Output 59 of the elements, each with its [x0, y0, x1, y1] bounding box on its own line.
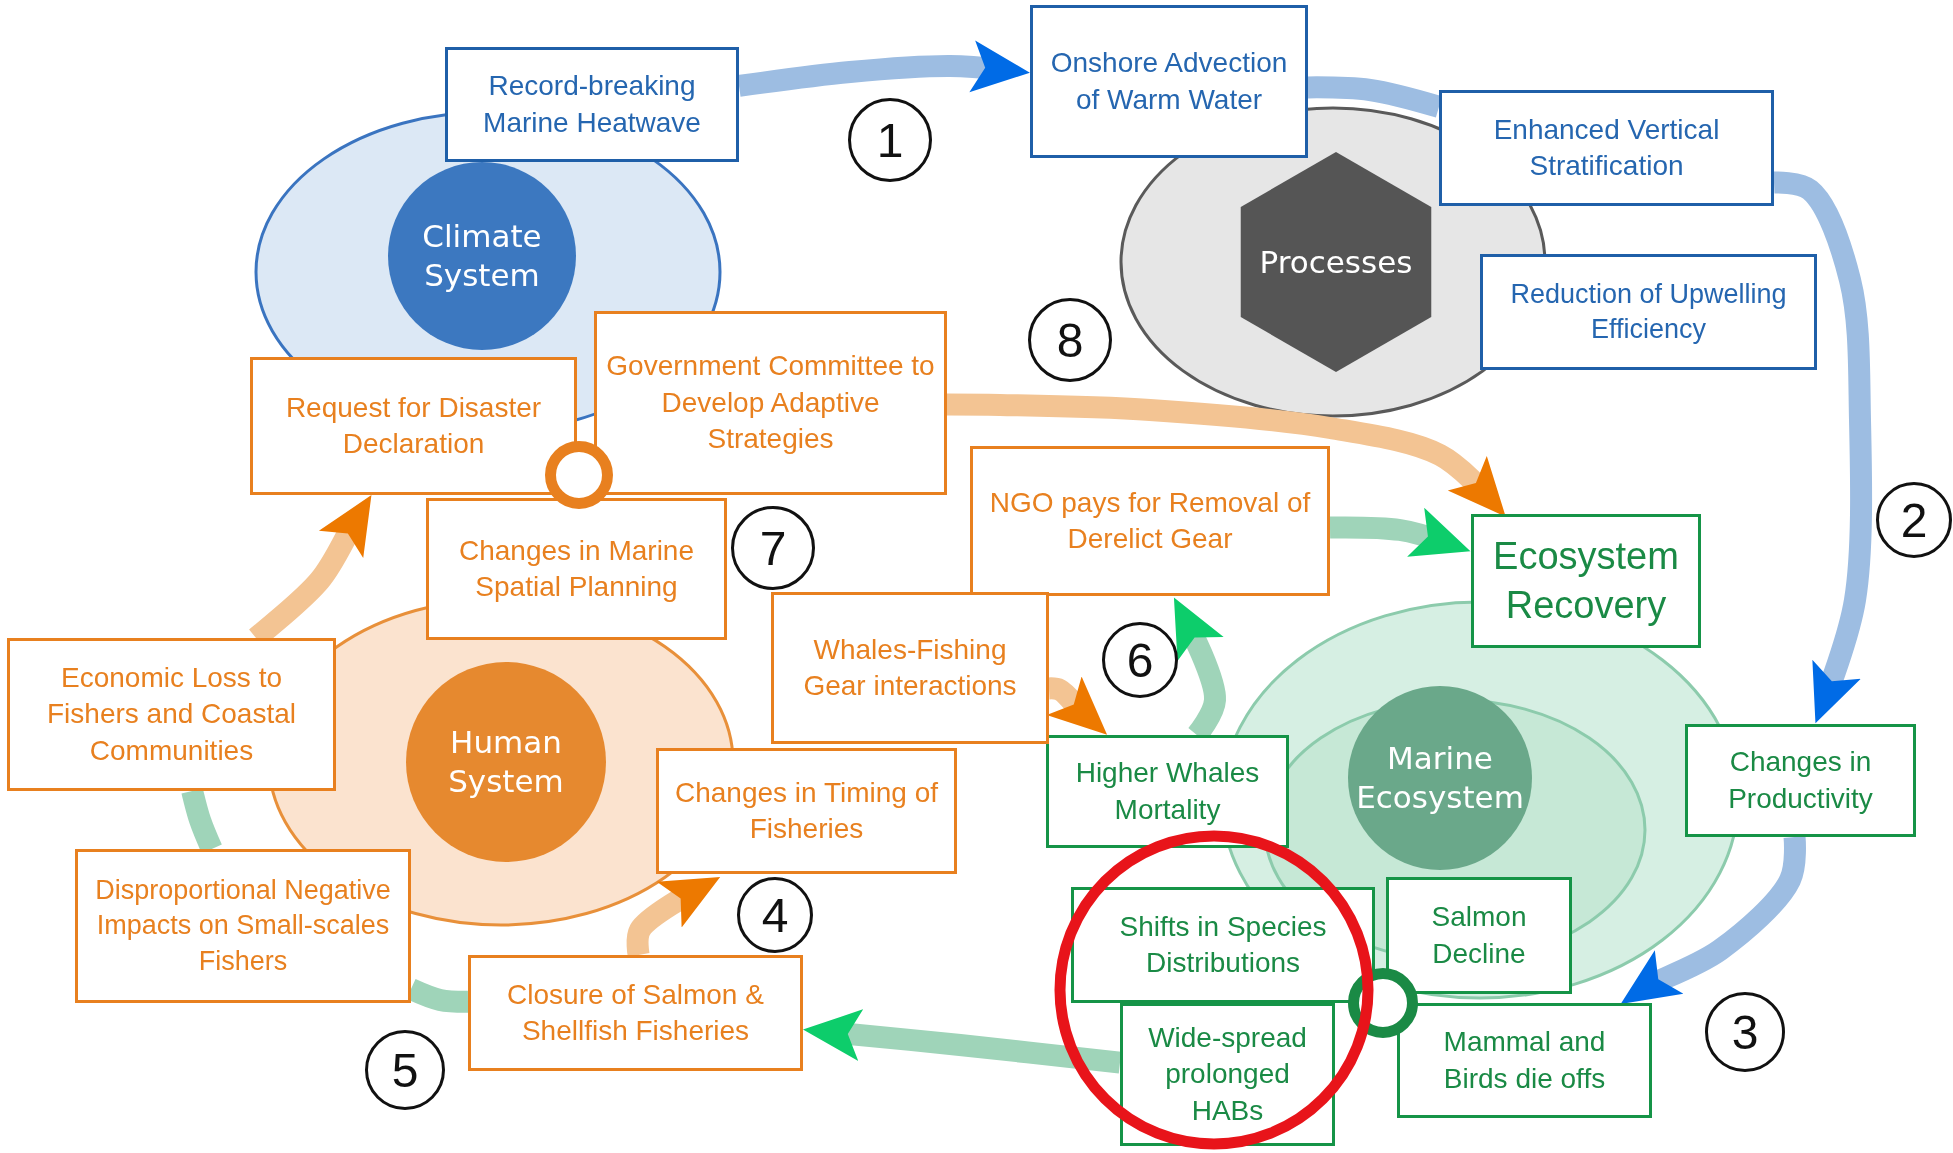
text-box — [250, 357, 577, 495]
text-box — [1685, 724, 1916, 837]
text-box — [7, 638, 336, 791]
text-box — [771, 592, 1049, 744]
box-label: NGO pays for Removal of Derelict Gear — [988, 485, 1312, 556]
system-label: Marine Ecosystem — [1355, 739, 1525, 817]
text-box — [468, 955, 803, 1071]
box-label: Whales-Fishing Gear interactions — [802, 632, 1018, 703]
callout-number: 6 — [1102, 622, 1178, 698]
text-box — [1386, 877, 1572, 994]
callout-number: 8 — [1028, 298, 1112, 382]
text-box — [1397, 1003, 1652, 1118]
box-label: Reduction of Upwelling Efficiency — [1509, 277, 1788, 346]
box-label: Mammal and Birds die offs — [1442, 1025, 1607, 1096]
box-label: Changes in Productivity — [1727, 745, 1874, 816]
text-box — [426, 498, 727, 640]
box-label: Onshore Advection of Warm Water — [1049, 46, 1289, 117]
box-label: Economic Loss to Fishers and Coastal Communities — [46, 660, 297, 768]
text-box — [1471, 514, 1701, 648]
callout-number: 2 — [1876, 482, 1952, 558]
box-label: Salmon Decline — [1430, 900, 1528, 971]
box-label: Record-breaking Marine Heatwave — [482, 69, 702, 140]
box-label: Changes in Timing of Fisheries — [673, 775, 939, 846]
text-box — [1046, 735, 1289, 848]
system-circle — [1348, 686, 1532, 870]
text-box — [1071, 887, 1375, 1003]
box-label: Government Committee to Develop Adaptive Strategies — [605, 349, 936, 457]
box-label: Higher Whales Mortality — [1074, 756, 1261, 827]
system-circle — [388, 162, 576, 350]
system-circle — [406, 662, 606, 862]
text-box — [970, 446, 1330, 596]
text-box — [594, 311, 947, 495]
text-box — [1439, 90, 1774, 206]
system-label: Human System — [447, 723, 565, 801]
arrow — [1329, 507, 1471, 557]
box-label: Disproportional Negative Impacts on Small-scales Fishers — [94, 874, 392, 978]
text-box — [75, 849, 411, 1003]
box-label: Changes in Marine Spatial Planning — [458, 533, 695, 604]
box-label: Closure of Salmon & Shellfish Fisheries — [506, 977, 765, 1048]
text-box — [656, 748, 957, 874]
callout-number: 4 — [737, 877, 813, 953]
text-box — [1480, 254, 1817, 370]
arrow — [626, 876, 721, 957]
box-label: Shifts in Species Distributions — [1118, 909, 1328, 980]
box-label: Ecosystem Recovery — [1492, 533, 1680, 628]
text-box — [445, 47, 739, 162]
arrow — [803, 1009, 1122, 1074]
box-label: Wide-spread prolonged HABs — [1147, 1020, 1308, 1128]
system-label: Processes — [1258, 242, 1414, 282]
arrow — [737, 40, 1030, 97]
callout-number: 5 — [365, 1030, 445, 1110]
box-label: Enhanced Vertical Stratification — [1492, 112, 1721, 183]
text-box — [1030, 5, 1308, 158]
callout-number: 1 — [848, 98, 932, 182]
system-label: Climate System — [421, 217, 543, 295]
callout-number: 7 — [731, 506, 815, 590]
box-label: Request for Disaster Declaration — [284, 390, 543, 461]
callout-number: 3 — [1705, 992, 1785, 1072]
text-box — [1120, 1003, 1335, 1146]
